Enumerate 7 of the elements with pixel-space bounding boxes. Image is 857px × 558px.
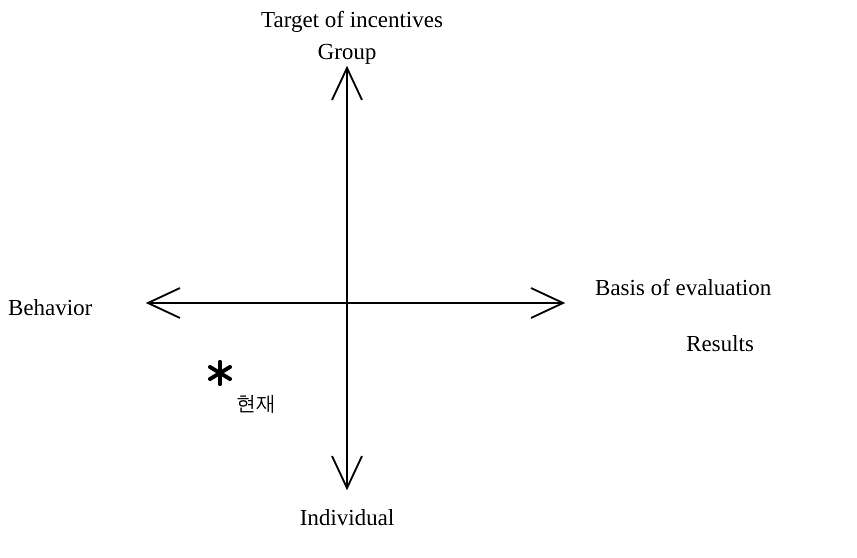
axis-label: Target of incentives (260, 6, 444, 34)
axis-label: Results (685, 330, 755, 358)
axis-label: 현재 (236, 391, 276, 416)
axis-label: Individual (298, 504, 396, 532)
axis-label: Group (316, 38, 378, 66)
axis-label: Basis of evaluation (595, 274, 772, 302)
axis-label: Behavior (8, 294, 92, 322)
